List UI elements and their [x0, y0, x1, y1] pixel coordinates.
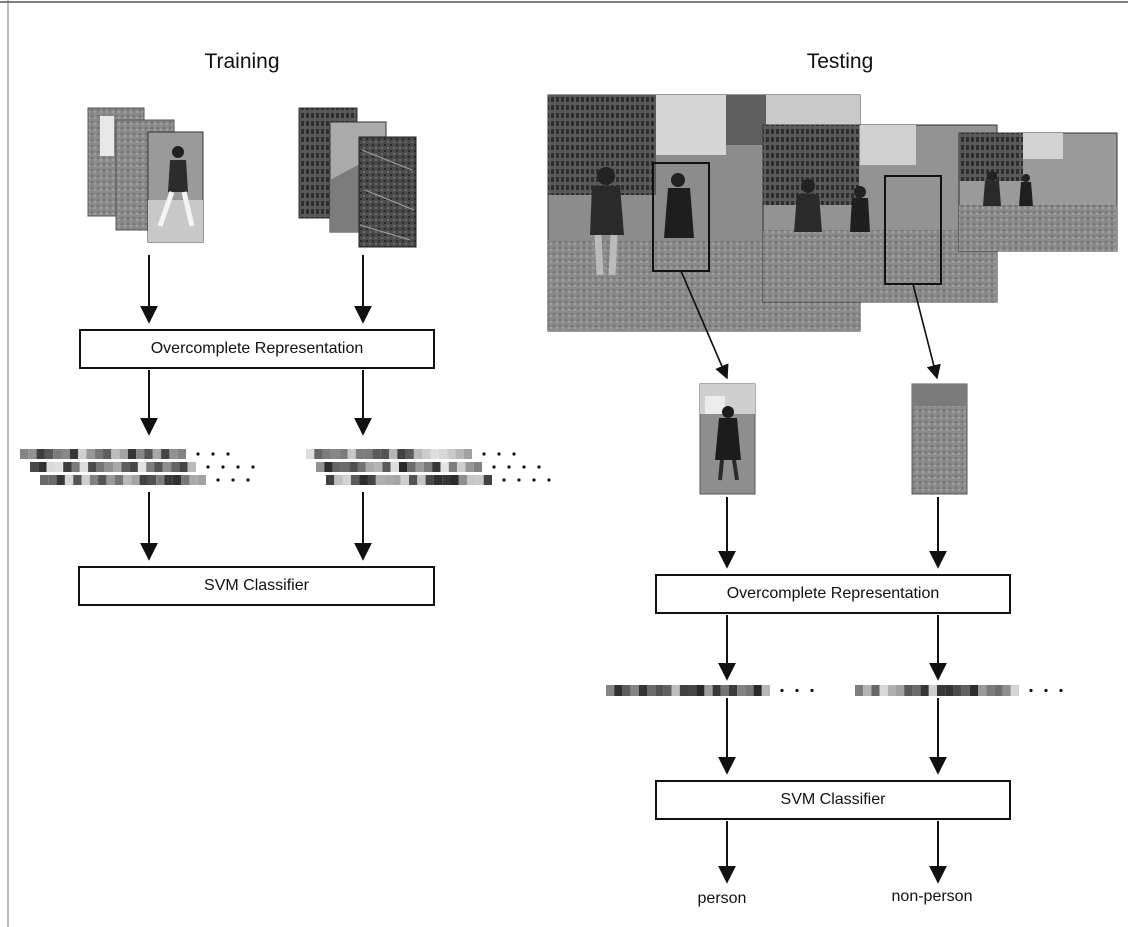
- person-crop-icon: [699, 383, 756, 495]
- non-person-crop-icon: [911, 383, 968, 495]
- positive-examples-stack-icon: [87, 107, 204, 243]
- test-scene-pyramid-icon: [547, 94, 1118, 332]
- testing-representation-box: Overcomplete Representation: [655, 574, 1011, 614]
- arrow-crop-non-person: [912, 283, 941, 380]
- training-title: Training: [204, 50, 280, 73]
- training-feature-strips-positive-icon: [20, 449, 255, 485]
- testing-feature-strip-person-icon: [606, 685, 814, 696]
- training-classifier-label: SVM Classifier: [204, 577, 309, 594]
- training-representation-label: Overcomplete Representation: [150, 340, 364, 357]
- testing-classifier-box: SVM Classifier: [655, 780, 1011, 820]
- arrow-crop-person: [680, 270, 729, 380]
- output-non-person-label: non-person: [891, 888, 973, 905]
- testing-classifier-label: SVM Classifier: [780, 791, 886, 808]
- training-classifier-box: SVM Classifier: [78, 566, 435, 606]
- testing-title: Testing: [806, 50, 874, 73]
- testing-feature-strip-non-person-icon: [855, 685, 1063, 696]
- testing-representation-label: Overcomplete Representation: [726, 585, 940, 602]
- output-person-label: person: [697, 890, 747, 907]
- negative-examples-stack-icon: [298, 107, 417, 248]
- training-feature-strips-negative-icon: [306, 449, 551, 485]
- training-representation-box: Overcomplete Representation: [79, 329, 435, 369]
